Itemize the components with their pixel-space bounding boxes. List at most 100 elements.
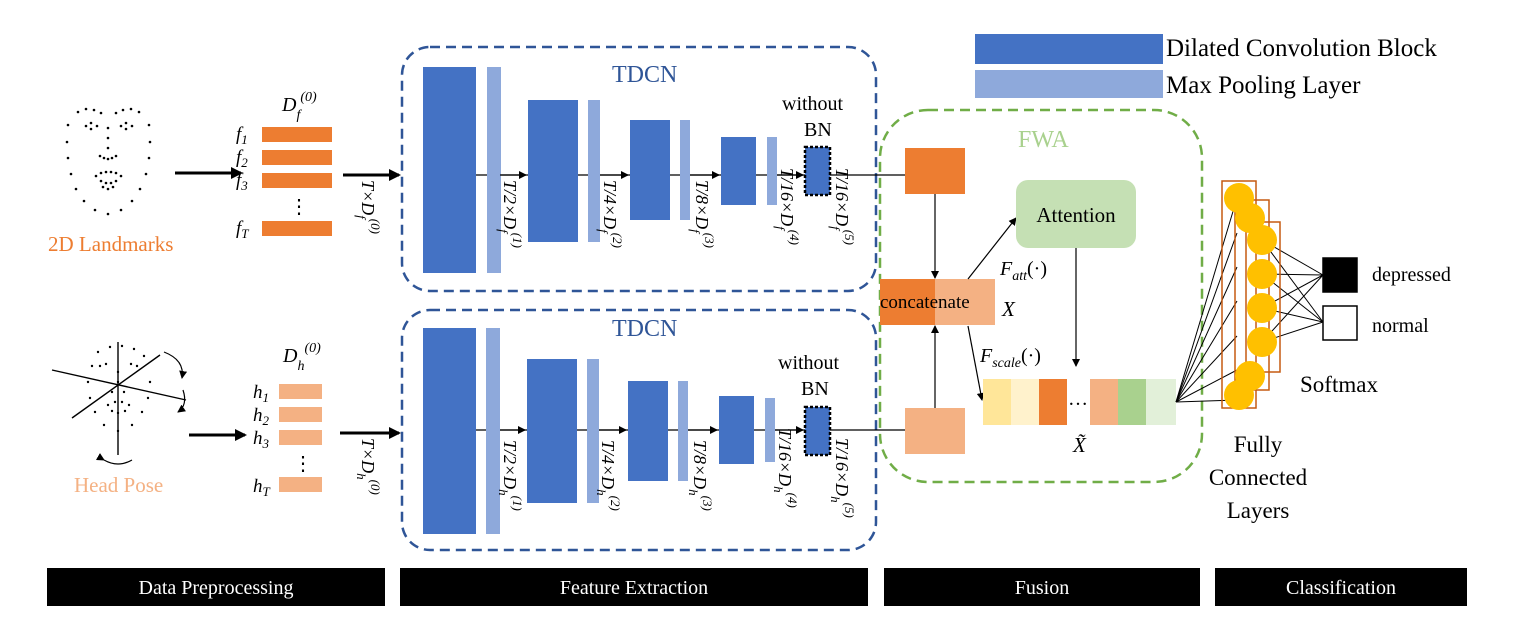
f-row-label-2: f2 — [236, 147, 248, 170]
h-feature-matrix: Dh(0) ⋮ h1 h2 h3 hT — [253, 341, 322, 499]
legend-dilated-swatch — [975, 34, 1163, 64]
normal-output-box — [1322, 305, 1358, 341]
f-shape-0: T×Df(0) — [354, 180, 383, 234]
tdcn-top-pool-2 — [588, 100, 600, 242]
f-shape-4: T/16×Df(4) — [773, 168, 802, 245]
scaled-cell-2 — [1011, 379, 1039, 425]
tdcn-bottom-conv-5 — [803, 405, 832, 457]
depressed-output-box — [1322, 257, 1358, 293]
h-row-dots: ⋮ — [293, 453, 313, 475]
fc-connections — [1175, 197, 1324, 403]
tdcn-bottom-without-label: without — [778, 352, 840, 374]
normal-label: normal — [1372, 315, 1429, 337]
h-row-label-2: h2 — [253, 405, 270, 428]
tdcn-top-bn-label: BN — [804, 119, 832, 141]
concat-to-scale-arrow — [967, 325, 985, 401]
softmax-label: Softmax — [1300, 372, 1378, 397]
f-row-label-1: f1 — [236, 124, 248, 147]
legend-dilated-label: Dilated Convolution Block — [1166, 35, 1437, 62]
f-shape-3: T/8×Df(3) — [688, 180, 717, 248]
legend-maxpool-label: Max Pooling Layer — [1166, 72, 1361, 99]
h-row-2 — [279, 407, 322, 422]
scaled-feature-vector: … — [983, 379, 1176, 425]
concat-left-block — [880, 279, 935, 325]
tdcn-top-conv-2 — [528, 100, 578, 242]
tdcn-bottom-conv-4 — [719, 396, 754, 464]
h-row-T — [279, 477, 322, 492]
stage-label-feature-extraction: Feature Extraction — [560, 577, 708, 599]
depressed-label: depressed — [1372, 264, 1451, 286]
h-row-label-3: h3 — [253, 428, 270, 451]
tdcn-top-pool-3 — [680, 120, 690, 220]
scaled-cell-1 — [983, 379, 1011, 425]
fc-label-line-1: Fully — [1234, 432, 1283, 457]
tdcn-top-conv-4 — [721, 137, 756, 205]
h-shape-1: T/2×Dh(1) — [496, 440, 525, 511]
fc-node — [1247, 327, 1277, 357]
tdcn-top-layers — [423, 67, 880, 273]
tdcn-top-pool-4 — [767, 137, 777, 205]
fc-node — [1247, 293, 1277, 323]
h-shape-4: T/16×Dh(4) — [771, 428, 800, 508]
tdcn-top-pool-1 — [487, 67, 501, 273]
landmarks-label: 2D Landmarks — [48, 232, 173, 256]
f-row-3 — [262, 173, 332, 188]
f-dim-label: Df(0) — [281, 90, 317, 123]
tdcn-top-without-label: without — [782, 93, 844, 115]
tdcn-bottom-title: TDCN — [612, 316, 677, 342]
f-scale-label: Fscale(·) — [979, 345, 1041, 371]
f-shape-5: T/16×Df(5) — [828, 168, 857, 245]
f-row-1 — [262, 127, 332, 142]
h-shape-3: T/8×Dh(3) — [686, 440, 715, 511]
tdcn-top-title: TDCN — [612, 62, 677, 88]
tdcn-bottom-pool-1 — [486, 328, 500, 534]
tdcn-top-conv-3 — [630, 120, 670, 220]
tdcn-bottom-pool-2 — [587, 359, 599, 503]
tdcn-top-conv-1 — [423, 67, 476, 273]
stage-fusion — [884, 568, 1200, 606]
tdcn-top-border — [400, 45, 878, 293]
scaled-cell-4 — [1090, 379, 1118, 425]
f-att-label: Fatt(·) — [999, 258, 1047, 284]
fc-node — [1247, 225, 1277, 255]
fwa-title: FWA — [1018, 127, 1069, 153]
fc-network — [1175, 180, 1324, 410]
f-feature-matrix: Df(0) ⋮ f1 f2 f3 fT — [236, 90, 332, 241]
fc-node — [1247, 259, 1277, 289]
x-tilde-label: X̃ — [1072, 433, 1087, 457]
tdcn-bottom-layers — [423, 328, 880, 534]
head-pose-label: Head Pose — [74, 473, 163, 497]
h-row-1 — [279, 384, 322, 399]
tdcn-bottom-conv-1 — [423, 328, 476, 534]
tdcn-bottom-conv-3 — [628, 381, 668, 481]
landmarks-face-icon — [65, 107, 152, 216]
legend: Dilated Convolution Block Max Pooling La… — [975, 34, 1437, 99]
tdcn-bottom-pool-4 — [765, 398, 775, 462]
stage-bar: Data Preprocessing Feature Extraction Fu… — [47, 568, 1467, 606]
legend-maxpool-swatch — [975, 70, 1163, 98]
tdcn-top-shape-labels: T×Df(0) T/2×Df(1) T/4×Df(2) T/8×Df(3) T/… — [354, 168, 857, 248]
stage-label-fusion: Fusion — [1015, 577, 1069, 599]
f-row-label-T: fT — [236, 218, 249, 241]
f-shape-2: T/4×Df(2) — [596, 180, 625, 248]
h-row-3 — [279, 430, 322, 445]
fc-node — [1235, 361, 1265, 391]
fwa-h-feature-block — [905, 408, 965, 454]
tdcn-bottom-pool-3 — [678, 381, 688, 481]
h-row-label-T: hT — [253, 476, 271, 499]
f-row-T — [262, 221, 332, 236]
attention-label: Attention — [1036, 203, 1116, 227]
h-shape-0: T×Dh(0) — [354, 438, 383, 495]
stage-data-preprocessing — [47, 568, 385, 606]
tdcn-bottom-bn-label: BN — [801, 378, 829, 400]
scaled-cell-6 — [1146, 379, 1176, 425]
fc-label-line-2: Connected — [1209, 465, 1308, 490]
stage-label-classification: Classification — [1286, 577, 1396, 599]
concat-to-attention-arrow — [967, 217, 1017, 280]
h-shape-2: T/4×Dh(2) — [594, 440, 623, 511]
stage-label-data-preprocessing: Data Preprocessing — [139, 577, 294, 599]
concat-right-block — [935, 279, 995, 325]
scaled-ellipsis: … — [1068, 388, 1088, 410]
x-label: X — [1001, 297, 1016, 321]
h-shape-5: T/16×Dh(5) — [828, 438, 857, 518]
